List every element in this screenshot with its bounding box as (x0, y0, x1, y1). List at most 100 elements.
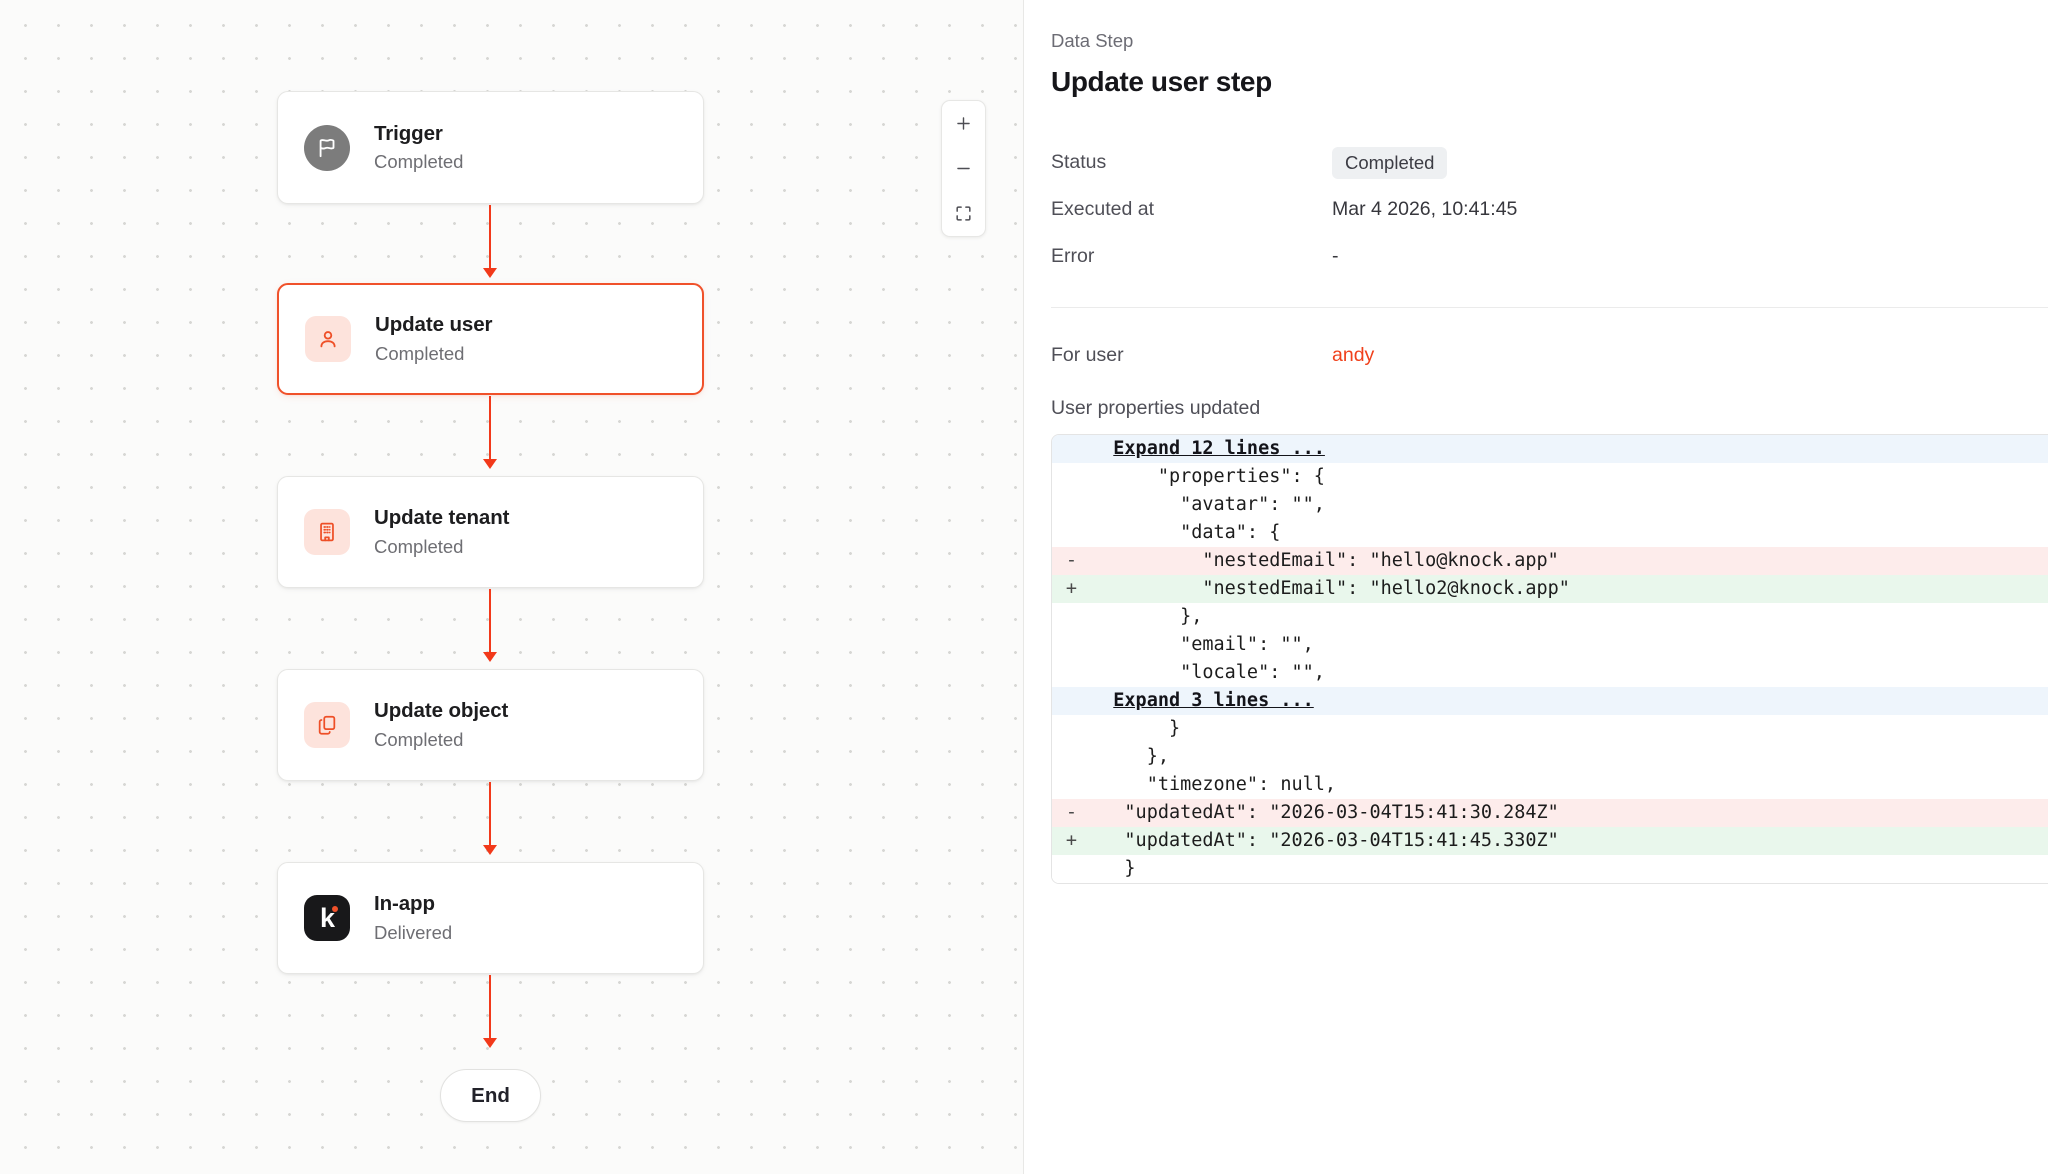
expand-lines-link[interactable]: Expand 3 lines ... (1113, 690, 1314, 711)
diff-line-del: - "nestedEmail": "hello@knock.app" (1052, 547, 2048, 575)
diff-code-text: "updatedAt": "2026-03-04T15:41:30.284Z" (1091, 802, 1559, 823)
diff-code-text: "data": { (1091, 522, 1281, 543)
zoom-out-icon[interactable] (942, 146, 985, 191)
diff-gutter-marker (1052, 659, 1091, 687)
executed-at-value: Mar 4 2026, 10:41:45 (1332, 198, 1518, 220)
knock-logo-icon: k (304, 895, 350, 941)
building-icon (304, 509, 350, 555)
diff-code-text: } (1091, 718, 1181, 739)
error-label: Error (1051, 245, 1095, 267)
workflow-node-end[interactable]: End (440, 1069, 541, 1122)
node-title: Update user (375, 313, 493, 337)
diff-code-text: "properties": { (1091, 466, 1325, 487)
status-label: Status (1051, 151, 1107, 173)
canvas-zoom-controls[interactable] (941, 100, 986, 237)
diff-code-text: "nestedEmail": "hello2@knock.app" (1091, 578, 1570, 599)
diff-gutter-marker: + (1065, 830, 1078, 851)
diff-expand-row[interactable]: Expand 3 lines ... (1052, 687, 2048, 715)
node-title: Update tenant (374, 506, 510, 530)
diff-gutter-marker (1052, 855, 1091, 883)
diff-code-text: "email": "", (1091, 634, 1314, 655)
diff-code-text: "locale": "", (1091, 662, 1325, 683)
edge-arrowhead (483, 845, 497, 855)
panel-eyebrow: Data Step (1051, 30, 1134, 51)
diff-line-ctx: }, (1052, 603, 2048, 631)
workflow-node-update-tenant[interactable]: Update tenant Completed (277, 476, 704, 588)
node-title: In-app (374, 892, 435, 916)
diff-gutter-marker: + (1065, 578, 1078, 599)
diff-code-text: } (1091, 858, 1136, 879)
diff-section-label: User properties updated (1051, 397, 1261, 419)
fit-view-icon[interactable] (942, 191, 985, 236)
workflow-node-trigger[interactable]: Trigger Completed (277, 91, 704, 204)
diff-line-ctx: } (1052, 855, 2048, 883)
node-title: Update object (374, 699, 509, 723)
diff-expand-row[interactable]: Expand 12 lines ... (1052, 435, 2048, 463)
diff-code-text: "timezone": null, (1091, 774, 1337, 795)
zoom-in-icon[interactable] (942, 101, 985, 146)
diff-line-add: + "nestedEmail": "hello2@knock.app" (1052, 575, 2048, 603)
knock-accent-dot (332, 906, 338, 912)
knock-letter-k: k (319, 902, 335, 933)
workflow-canvas[interactable]: Trigger Completed Update user Completed (0, 0, 1024, 1174)
error-row: Error - (1051, 233, 2048, 280)
for-user-row: For user andy (1051, 332, 2048, 379)
status-badge: Completed (1332, 146, 1448, 179)
node-status: Completed (374, 535, 464, 557)
node-text: Update tenant Completed (374, 506, 509, 558)
node-text: Update object Completed (374, 699, 508, 751)
node-status: Completed (375, 342, 465, 364)
diff-code-text: }, (1091, 746, 1169, 767)
edge-in-app-to-end (489, 975, 491, 1045)
diff-line-add: + "updatedAt": "2026-03-04T15:41:45.330Z… (1052, 827, 2048, 855)
edge-arrowhead (483, 268, 497, 278)
diff-code-text: }, (1091, 606, 1203, 627)
status-row: Status Completed (1051, 139, 2048, 186)
workflow-node-in-app[interactable]: k In-app Delivered (277, 862, 704, 974)
diff-code-text: Expand 12 lines ... (1091, 435, 2048, 463)
expand-lines-link[interactable]: Expand 12 lines ... (1113, 438, 1325, 459)
node-status: Delivered (374, 921, 453, 943)
diff-gutter-marker (1052, 631, 1091, 659)
diff-code-text: "avatar": "", (1091, 494, 1325, 515)
page-title: Update user step (1051, 66, 1272, 97)
node-status: Completed (374, 728, 464, 750)
diff-code-text: "updatedAt": "2026-03-04T15:41:45.330Z" (1091, 830, 1559, 851)
diff-line-ctx: "email": "", (1052, 631, 2048, 659)
executed-at-row: Executed at Mar 4 2026, 10:41:45 (1051, 186, 2048, 233)
workflow-node-update-user[interactable]: Update user Completed (277, 283, 704, 395)
section-divider (1051, 307, 2048, 308)
diff-line-ctx: "locale": "", (1052, 659, 2048, 687)
diff-line-ctx: "avatar": "", (1052, 491, 2048, 519)
edge-arrowhead (483, 459, 497, 469)
flag-icon (304, 124, 350, 171)
node-text: Update user Completed (375, 313, 492, 365)
node-title: Trigger (374, 121, 443, 145)
for-user-link[interactable]: andy (1332, 344, 1375, 366)
step-detail-panel: Data Step Update user step Status Comple… (1024, 0, 2048, 1174)
node-status: Completed (374, 151, 464, 173)
diff-gutter-marker (1052, 771, 1091, 799)
edge-trigger-to-update-user (489, 205, 491, 275)
status-value: Completed (1332, 146, 1448, 179)
diff-gutter-marker (1052, 687, 1091, 715)
workflow-node-update-object[interactable]: Update object Completed (277, 669, 704, 781)
diff-gutter-marker (1052, 603, 1091, 631)
diff-code-text: Expand 3 lines ... (1091, 687, 2048, 715)
for-user-label: For user (1051, 344, 1124, 366)
diff-line-ctx: "data": { (1052, 519, 2048, 547)
edge-arrowhead (483, 652, 497, 662)
diff-line-ctx: "properties": { (1052, 463, 2048, 491)
edge-update-object-to-in-app (489, 782, 491, 852)
diff-gutter-marker: - (1065, 550, 1078, 571)
edge-update-user-to-update-tenant (489, 396, 491, 466)
diff-gutter-marker (1052, 519, 1091, 547)
canvas-inner: Trigger Completed Update user Completed (0, 0, 1023, 1174)
executed-at-label: Executed at (1051, 198, 1154, 220)
diff-line-ctx: "timezone": null, (1052, 771, 2048, 799)
diff-gutter-marker (1052, 463, 1091, 491)
diff-line-ctx: }, (1052, 743, 2048, 771)
diff-line-ctx: } (1052, 715, 2048, 743)
user-properties-diff[interactable]: Expand 12 lines ... "properties": { "ava… (1051, 434, 2048, 884)
